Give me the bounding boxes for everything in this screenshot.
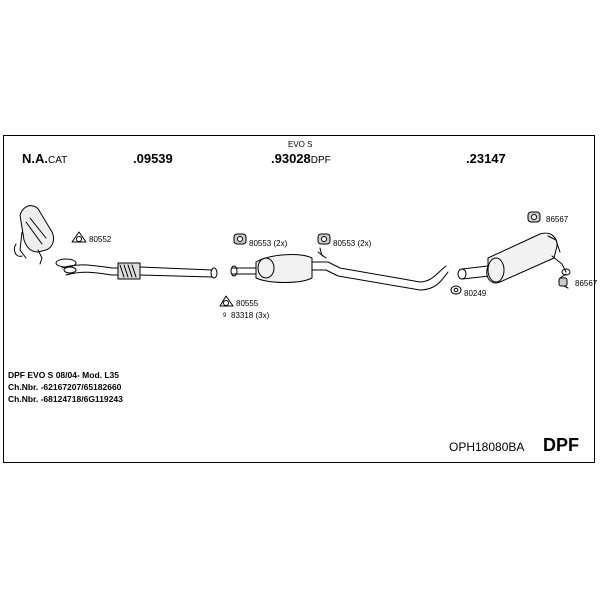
col3-header: .93028DPF: [271, 152, 331, 166]
rear-muffler: [457, 232, 571, 284]
hanger-80553-a: [233, 233, 247, 245]
system-type: DPF: [543, 435, 579, 455]
hanger-80553-b: [317, 233, 331, 245]
gasket-80552: [71, 231, 87, 243]
hanger-86567-a: [527, 211, 541, 223]
info-line-3: Ch.Nbr. -68124718/6G119243: [8, 394, 123, 404]
part-86567-a: 86567: [546, 215, 569, 224]
col1-number: N.A.: [22, 151, 48, 166]
hanger-86567-b: [558, 273, 569, 289]
part-83318-marker: 9: [223, 313, 227, 319]
info-line-1: DPF EVO S 08/04- Mod. L35: [8, 370, 120, 380]
col3-suffix: DPF: [310, 155, 331, 166]
catalytic-converter: [13, 205, 55, 265]
col4-header: .23147: [466, 152, 506, 165]
part-80553-b: 80553 (2x): [333, 239, 372, 248]
diagram-frame: [3, 135, 595, 463]
col1-header: N.A.CAT: [22, 152, 67, 166]
front-pipe: [55, 258, 218, 280]
part-80249: 80249: [464, 289, 487, 298]
gasket-80555: [219, 295, 234, 307]
col2-header: .09539: [133, 152, 173, 165]
part-80552: 80552: [89, 235, 112, 244]
system-code: OPH18080BA: [449, 440, 525, 454]
part-83318: 83318 (3x): [231, 311, 270, 320]
col4-number: .23147: [466, 151, 506, 166]
part-80553-a: 80553 (2x): [249, 239, 288, 248]
clamp-80249: [450, 285, 462, 295]
col3-caption: EVO S: [288, 140, 313, 149]
col2-number: .09539: [133, 151, 173, 166]
part-86567-b: 86567: [575, 279, 598, 288]
center-muffler: [230, 247, 449, 291]
part-80555: 80555: [236, 299, 259, 308]
col1-suffix: CAT: [48, 155, 68, 166]
col3-number: .93028: [271, 151, 311, 166]
info-line-2: Ch.Nbr. -62167207/65182660: [8, 382, 122, 392]
